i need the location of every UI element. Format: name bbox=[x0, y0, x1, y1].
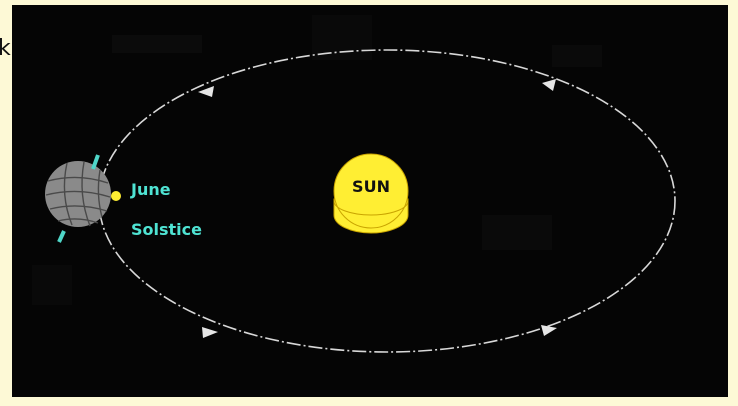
sun: SUN bbox=[334, 154, 408, 233]
arrow-top-right bbox=[542, 79, 556, 91]
june-label: June bbox=[130, 180, 171, 199]
solstice-marker bbox=[111, 191, 121, 201]
arrow-top-left bbox=[198, 86, 214, 97]
arrow-bottom-left bbox=[202, 327, 218, 338]
earth-axis-north bbox=[93, 155, 98, 169]
sun-label: SUN bbox=[352, 177, 390, 196]
background-noise bbox=[32, 15, 602, 305]
arrow-bottom-right bbox=[541, 325, 557, 336]
solstice-label: Solstice bbox=[131, 220, 202, 239]
earth bbox=[45, 155, 121, 242]
stray-letter: k bbox=[0, 36, 11, 61]
orbit-diagram: SUN June Solstice bbox=[12, 5, 728, 397]
orbit-diagram-panel: SUN June Solstice bbox=[12, 5, 728, 397]
earth-axis-south bbox=[59, 231, 64, 242]
